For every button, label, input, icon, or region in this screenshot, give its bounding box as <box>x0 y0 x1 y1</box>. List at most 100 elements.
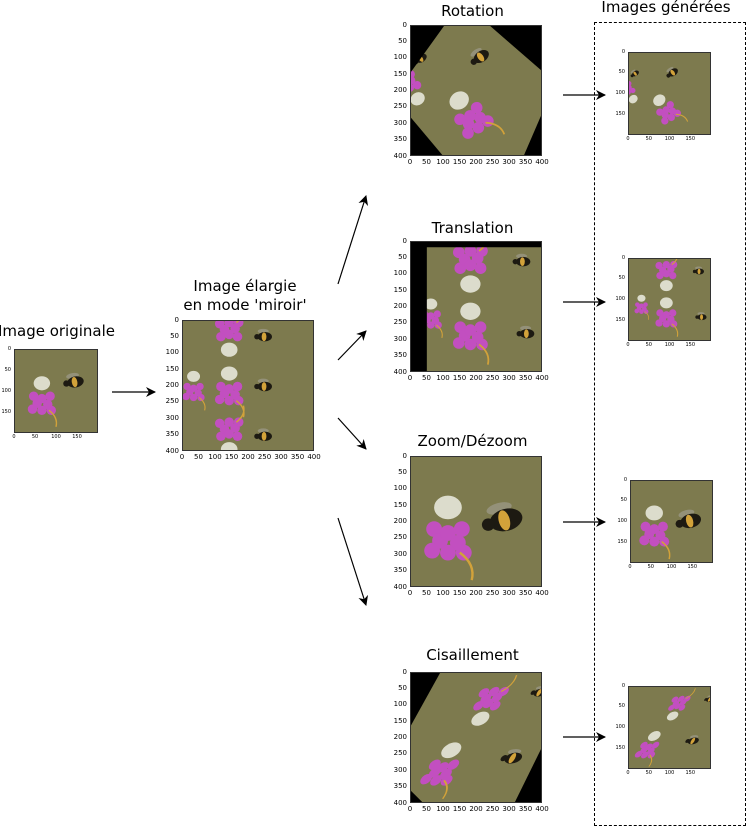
y-tick-label: 150 <box>165 364 179 373</box>
y-tick-label: 150 <box>393 716 407 725</box>
x-tick-label: 350 <box>290 453 305 461</box>
x-tick-label: 50 <box>194 453 203 461</box>
panel-image <box>630 480 713 563</box>
y-tick-label: 50 <box>620 497 627 504</box>
y-tick-label: 50 <box>398 36 407 45</box>
x-tick-label: 350 <box>518 589 533 597</box>
panel-image-content <box>629 53 710 134</box>
x-tick-label: 150 <box>687 564 698 570</box>
panel-image <box>410 25 542 156</box>
x-tick-label: 300 <box>502 805 516 813</box>
y-tick-label: 250 <box>393 533 407 542</box>
x-tick-label: 50 <box>422 158 431 166</box>
y-tick-label: 350 <box>393 566 407 575</box>
x-tick-label: 50 <box>422 805 431 813</box>
y-tick-label: 50 <box>398 683 407 692</box>
title-translation: Translation <box>431 219 514 237</box>
y-tick-label: 0 <box>7 345 11 352</box>
y-tick-label: 150 <box>393 69 407 78</box>
x-tick-label: 0 <box>626 136 630 142</box>
y-tick-label: 350 <box>393 782 407 791</box>
y-tick-label: 100 <box>165 348 179 357</box>
panel-image <box>14 349 98 433</box>
panel-image-content <box>629 687 710 768</box>
title-mirror-line2: en mode 'miroir' <box>183 296 307 314</box>
y-tick-label: 100 <box>393 269 407 278</box>
y-tick-label: 150 <box>393 285 407 294</box>
generated-images-frame <box>594 22 746 826</box>
y-tick-label: 400 <box>393 798 407 807</box>
y-tick-label: 50 <box>618 69 625 76</box>
y-tick-label: 150 <box>393 500 407 509</box>
x-tick-label: 100 <box>208 453 222 461</box>
y-tick-label: 0 <box>402 451 407 460</box>
y-tick-label: 250 <box>393 749 407 758</box>
x-tick-label: 0 <box>12 434 16 440</box>
y-tick-label: 50 <box>170 331 179 340</box>
x-tick-label: 250 <box>257 453 272 461</box>
y-tick-label: 0 <box>402 20 407 29</box>
y-tick-label: 0 <box>623 476 627 483</box>
y-tick-label: 0 <box>402 667 407 676</box>
title-mirror: Image élargie en mode 'miroir' <box>170 277 320 315</box>
title-generated: Images générées <box>601 0 731 16</box>
y-tick-label: 400 <box>165 446 179 455</box>
panel-image <box>182 320 314 451</box>
panel-image <box>628 258 711 341</box>
y-tick-label: 100 <box>615 90 625 96</box>
title-rotation: Rotation <box>441 2 504 20</box>
y-tick-label: 50 <box>618 703 625 710</box>
panel-image <box>410 672 542 803</box>
y-tick-label: 200 <box>393 733 407 741</box>
x-tick-label: 100 <box>664 136 675 142</box>
x-tick-label: 300 <box>274 453 288 461</box>
x-tick-label: 100 <box>436 374 450 382</box>
x-tick-label: 250 <box>485 589 500 597</box>
y-tick-label: 250 <box>393 318 407 327</box>
x-tick-label: 300 <box>502 158 516 166</box>
y-tick-label: 150 <box>615 744 625 751</box>
x-tick-label: 250 <box>485 158 500 166</box>
panel-image-content <box>629 259 710 340</box>
y-tick-label: 400 <box>393 151 407 160</box>
panel-image <box>410 241 542 372</box>
y-tick-label: 300 <box>393 334 407 343</box>
x-tick-label: 50 <box>647 564 654 570</box>
y-tick-label: 0 <box>621 254 625 261</box>
x-tick-label: 200 <box>469 374 483 382</box>
x-tick-label: 400 <box>535 589 549 597</box>
y-tick-label: 350 <box>393 135 407 144</box>
y-tick-label: 50 <box>618 275 625 282</box>
x-tick-label: 100 <box>436 158 450 166</box>
y-tick-label: 100 <box>1 387 11 394</box>
y-tick-label: 300 <box>165 413 179 422</box>
y-tick-label: 150 <box>615 110 625 117</box>
x-tick-label: 50 <box>31 434 39 440</box>
x-tick-label: 100 <box>436 805 450 813</box>
y-tick-label: 250 <box>165 397 179 406</box>
x-tick-label: 50 <box>422 374 431 382</box>
y-tick-label: 50 <box>4 366 11 373</box>
x-tick-label: 50 <box>645 342 652 348</box>
y-tick-label: 100 <box>393 53 407 62</box>
y-tick-label: 250 <box>393 102 407 111</box>
x-tick-label: 100 <box>664 342 675 348</box>
x-tick-label: 350 <box>518 805 533 813</box>
y-tick-label: 350 <box>165 430 179 439</box>
x-tick-label: 50 <box>645 770 652 776</box>
title-shear: Cisaillement <box>426 646 519 664</box>
y-tick-label: 150 <box>617 538 627 545</box>
x-tick-label: 400 <box>307 453 321 461</box>
x-tick-label: 250 <box>485 805 500 813</box>
y-tick-label: 200 <box>393 86 407 94</box>
y-tick-label: 0 <box>621 48 625 55</box>
y-tick-label: 100 <box>615 724 625 730</box>
y-tick-label: 200 <box>165 381 179 389</box>
x-tick-label: 100 <box>436 589 450 597</box>
